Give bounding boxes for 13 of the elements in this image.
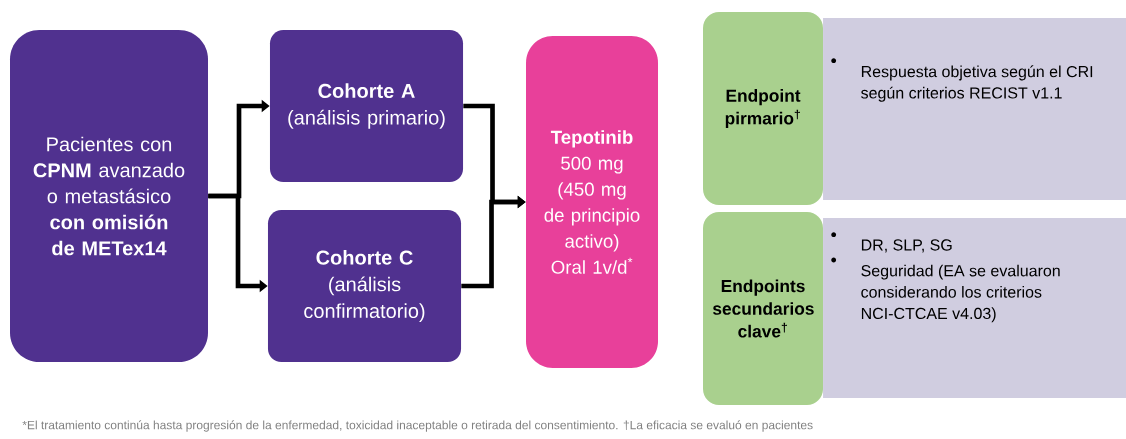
cohort-box: Cohorte A (análisis primario) xyxy=(270,30,464,182)
endpoint-box: Endpoints secundarios clave$^{†}$ xyxy=(703,211,823,406)
arrow xyxy=(461,195,526,289)
treatment-box: Tepotinib 500 mg (450 mg de principio activo) Oral 1v/d$^{*}$ xyxy=(526,36,658,368)
footnote: *El tratamiento continúa hasta progresión de la enfermedad, toxicidad inaceptable o retirada del consentimiento. †La eficacia se evaluó en pacientes xyxy=(22,420,813,432)
list-item: Seguridad (EA se evaluaron considerando los criterios NCI-CTCAE v4.03) xyxy=(861,264,1060,323)
results-panel xyxy=(823,18,1126,200)
patient-box: Pacientes con CPNM avanzado o metastásico con omisión de METex14 xyxy=(10,30,208,362)
list-item: DR, SLP, SG xyxy=(861,239,952,253)
endpoint-box: Endpoint pirmario$^{†}$ xyxy=(703,11,823,206)
cohort-box: Cohorte C (análisis confirmatorio) xyxy=(267,210,462,362)
results-panel xyxy=(823,218,1126,398)
list-item: Respuesta objetiva según el CRI según criterios RECIST v1.1 xyxy=(861,65,1093,102)
